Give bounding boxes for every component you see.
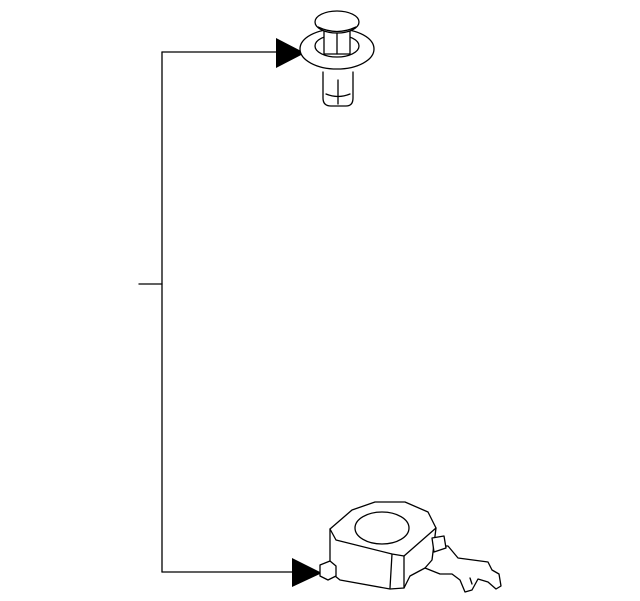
arrow-top (276, 38, 305, 68)
bracket-clip-icon (319, 501, 502, 593)
arrow-bottom (292, 558, 322, 587)
leader-lines (138, 51, 297, 573)
push-clip-icon (299, 10, 375, 107)
